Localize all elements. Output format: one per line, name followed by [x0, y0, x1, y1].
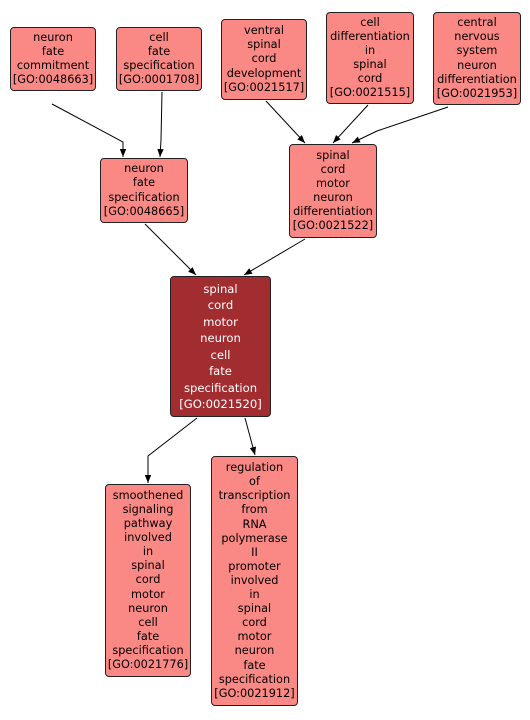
node-spinal-cord-motor-neuron-cell-fate-specification[interactable]: spinal cord motor neuron cell fate speci…	[170, 276, 271, 417]
node-cns-neuron-differentiation[interactable]: central nervous system neuron differenti…	[433, 12, 521, 105]
edge-n2-to-n6	[157, 91, 164, 158]
edge-n6-to-n8	[144, 223, 197, 276]
edge-n7-to-n8	[243, 238, 306, 276]
node-smoothened-signaling-pathway[interactable]: smoothened signaling pathway involved in…	[105, 484, 191, 677]
node-spinal-cord-motor-neuron-differentiation[interactable]: spinal cord motor neuron differentiation…	[289, 144, 377, 238]
edge-n4-to-n7	[332, 104, 369, 144]
edge-n1-to-n6	[51, 103, 127, 157]
node-regulation-of-transcription[interactable]: regulation of transcription from RNA pol…	[211, 456, 298, 706]
node-neuron-fate-specification[interactable]: neuron fate specification [GO:0048665]	[100, 158, 188, 223]
node-cell-differentiation-in-spinal-cord[interactable]: cell differentiation in spinal cord [GO:…	[326, 12, 414, 104]
node-ventral-spinal-cord-development[interactable]: ventral spinal cord development [GO:0021…	[221, 19, 307, 100]
edge-n8-to-n9	[144, 417, 198, 483]
node-neuron-fate-commitment[interactable]: neuron fate commitment [GO:0048663]	[10, 27, 96, 91]
edge-n8-to-n10	[244, 417, 257, 456]
edge-n3-to-n7	[265, 100, 306, 144]
edge-n5-to-n7	[351, 106, 449, 144]
node-cell-fate-specification[interactable]: cell fate specification [GO:0001708]	[116, 27, 202, 91]
